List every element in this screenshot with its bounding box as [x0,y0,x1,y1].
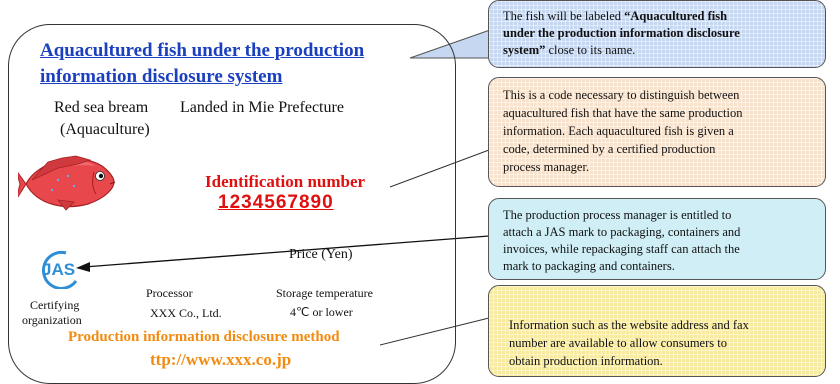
label-title-line2: information disclosure system [40,66,283,87]
callout-identification-code: This is a code necessary to distinguish … [488,77,826,187]
storage-temp-value: 4℃ or lower [290,305,353,319]
jas-arc-icon [41,250,78,290]
callout-jas-mark: The production process manager is entitl… [488,198,826,280]
callout-3-line-4: mark to packaging and containers. [503,259,675,273]
processor-value: XXX Co., Ltd. [150,306,222,320]
disclosure-url: ttp://www.xxx.co.jp [150,350,292,369]
jas-mark-logo: JAS [36,249,82,290]
callout-3-arrowhead [76,262,90,272]
identification-number: 1234567890 [218,192,334,213]
certifying-org-line2: organization [22,313,82,327]
callout-4-line-3: obtain production information. [509,354,663,368]
callout-2-line-3: information. Each aquacultured fish is g… [503,124,734,138]
callout-4-line-2: number are available to allow consumers … [509,336,727,350]
callout-3-line-1: The production process manager is entitl… [503,208,732,222]
disclosure-method-heading: Production information disclosure method [68,329,340,345]
callout-2-leader [389,149,490,188]
callout-4-line-1: Information such as the website address … [509,318,749,332]
callout-4-leader [379,317,490,346]
production-method: (Aquaculture) [60,121,150,138]
price-label: Price (Yen) [289,247,353,262]
callout-2-line-5: process manager. [503,160,590,174]
identification-heading: Identification number [205,172,366,191]
callout-2-line-2: aquacultured fish that have the same pro… [503,106,743,120]
label-title-line1: Aquacultured fish under the production [40,40,365,61]
callout-3-line-2: attach a JAS mark to packaging, containe… [503,225,741,239]
processor-heading: Processor [146,286,193,300]
callout-1-line-2: under the production information disclos… [503,26,740,40]
landing-location: Landed in Mie Prefecture [180,99,344,116]
callout-1-line-1: The fish will be labeled “Aquacultured f… [503,9,728,23]
storage-temp-heading: Storage temperature [276,286,373,300]
callout-disclosure-method: Information such as the website address … [488,285,826,377]
callout-1-line-3: system” close to its name. [503,43,636,57]
jas-mark-text: JAS [42,260,76,279]
callout-label-placement: The fish will be labeled “Aquacultured f… [488,0,826,68]
red-sea-bream-illustration [18,155,116,211]
callout-3-line-3: invoices, while repackaging staff can at… [503,242,740,256]
species-name: Red sea bream [54,99,149,116]
callout-2-line-1: This is a code necessary to distinguish … [503,88,740,102]
callout-3-arrow-line [83,235,490,268]
callout-2-line-4: code, determined by a certified producti… [503,142,716,156]
certifying-org-line1: Certifying [30,298,80,312]
